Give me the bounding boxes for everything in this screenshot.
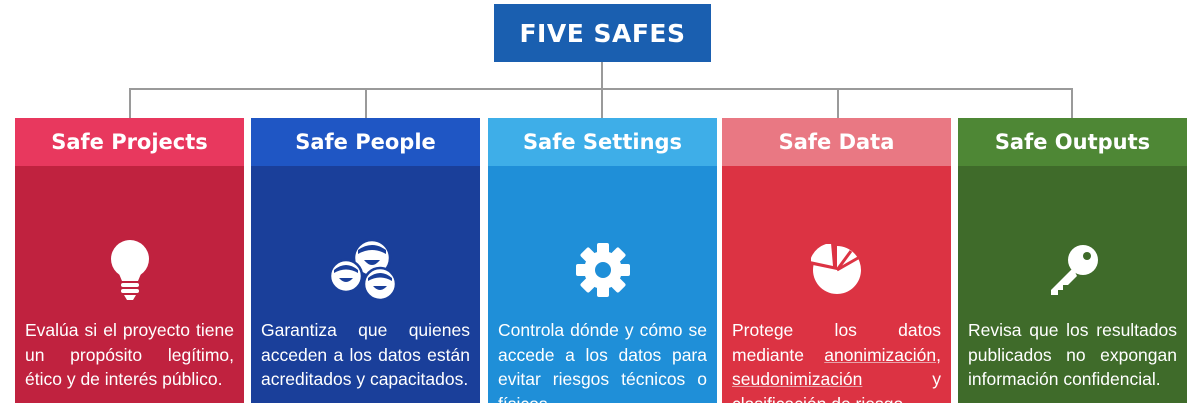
underlined-term: seudonimización (732, 369, 863, 389)
connector-drop-2 (365, 88, 367, 118)
connector-drop-4 (837, 88, 839, 118)
connector-vertical-main (601, 62, 603, 89)
connector-drop-1 (129, 88, 131, 118)
card-description: Controla dónde y cómo se accede a los da… (498, 320, 707, 414)
card-description: Protege los datos mediante anonimización… (732, 320, 941, 414)
card-body: Controla dónde y cómo se accede a los da… (488, 166, 717, 414)
card-safe-outputs: Safe Outputs Revisa que los resultados p… (958, 118, 1187, 403)
key-icon (958, 238, 1187, 302)
card-description: Evalúa si el proyecto tiene un propósito… (25, 320, 234, 389)
card-heading: Safe Projects (15, 118, 244, 166)
card-description: Revisa que los resultados publicados no … (968, 320, 1177, 389)
people-icon (251, 238, 480, 302)
card-heading: Safe Data (722, 118, 951, 166)
five-safes-title: FIVE SAFES (494, 4, 711, 62)
underlined-term: anonimización (824, 344, 937, 365)
gear-icon (488, 238, 717, 302)
card-safe-projects: Safe Projects Evalúa si el proyecto tien… (15, 118, 244, 403)
connector-drop-3 (601, 88, 603, 118)
pie-chart-icon (722, 238, 951, 302)
card-body: Protege los datos mediante anonimización… (722, 166, 951, 414)
card-heading: Safe People (251, 118, 480, 166)
card-body: Evalúa si el proyecto tiene un propósito… (15, 166, 244, 403)
card-safe-people: Safe People Garantiza que quienes (251, 118, 480, 403)
card-heading: Safe Settings (488, 118, 717, 166)
card-heading: Safe Outputs (958, 118, 1187, 166)
lightbulb-icon (15, 238, 244, 302)
card-body: Garantiza que quienes acceden a los dato… (251, 166, 480, 403)
card-safe-settings: Safe Settings Controla dónde y cómo se a… (488, 118, 717, 414)
card-description: Garantiza que quienes acceden a los dato… (261, 320, 470, 389)
connector-drop-5 (1071, 88, 1073, 118)
card-body: Revisa que los resultados publicados no … (958, 166, 1187, 403)
card-safe-data: Safe Data Protege los datos mediante ano… (722, 118, 951, 414)
